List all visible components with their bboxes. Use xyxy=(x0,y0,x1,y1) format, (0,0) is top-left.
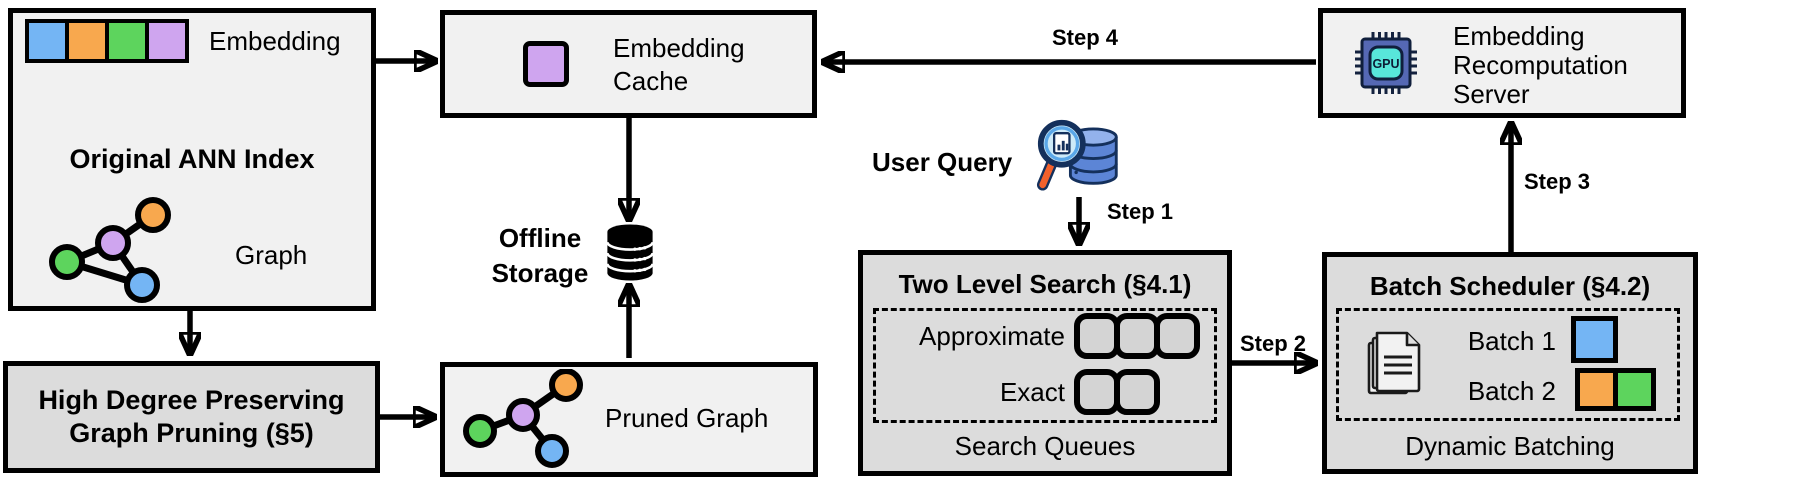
embedding-cell-blue xyxy=(25,19,69,63)
graph-pruning-title: High Degree Preserving Graph Pruning (§5… xyxy=(38,385,345,448)
pruned-graph-icon xyxy=(463,369,583,468)
step2-label: Step 2 xyxy=(1240,331,1307,356)
recomputation-server-label: Embedding Recomputation Server xyxy=(1453,21,1628,109)
batch-scheduler-box: Batch Scheduler (§4.2) Batch 1 Batch 2 xyxy=(1322,252,1698,474)
two-level-search-box: Two Level Search (§4.1) Approximate Exac… xyxy=(858,250,1232,476)
exact-queue-row: Exact xyxy=(876,369,1160,415)
recomputation-server-box: GPU Embedding Recomputation Server xyxy=(1318,8,1686,118)
search-queues-dashed-box: Approximate Exact xyxy=(873,308,1217,423)
queue-slot xyxy=(1114,369,1160,415)
step1-label: Step 1 xyxy=(1107,199,1174,224)
gpu-icon-label: GPU xyxy=(1372,57,1399,71)
queue-slot xyxy=(1154,313,1200,359)
approximate-label: Approximate xyxy=(919,320,1065,351)
batch1-label: Batch 1 xyxy=(1467,326,1556,356)
graph-label: Graph xyxy=(235,240,308,270)
batch2-label: Batch 2 xyxy=(1467,376,1556,406)
cached-embedding-square xyxy=(523,41,569,87)
original-ann-index-box: Embedding Original ANN Index Graph xyxy=(8,8,376,311)
batch2-square-orange xyxy=(1575,368,1618,411)
embedding-vector-strip xyxy=(25,19,189,63)
dynamic-batching-dashed-box: Batch 1 Batch 2 xyxy=(1336,308,1680,421)
pruned-graph-box: Pruned Graph xyxy=(440,362,818,477)
two-level-search-title: Two Level Search (§4.1) xyxy=(898,269,1192,299)
embedding-cache-label: Embedding Cache xyxy=(613,33,745,96)
gpu-chip-icon: GPU xyxy=(1355,32,1417,94)
user-query-icon xyxy=(1036,119,1118,191)
user-query-label: User Query xyxy=(872,147,1013,177)
offline-storage-label: Offline Storage xyxy=(491,223,589,288)
embedding-cell-orange xyxy=(65,19,109,63)
exact-label: Exact xyxy=(999,376,1065,407)
embedding-label: Embedding xyxy=(209,26,341,56)
batch1-square-blue xyxy=(1571,316,1618,363)
embedding-cell-green xyxy=(105,19,149,63)
embedding-cache-box: Embedding Cache xyxy=(440,10,817,118)
dynamic-batching-caption: Dynamic Batching xyxy=(1405,431,1615,461)
ann-graph-icon xyxy=(49,197,171,303)
original-ann-index-title: Original ANN Index xyxy=(69,144,315,174)
queries-documents-icon xyxy=(1367,331,1421,395)
batch2-square-green xyxy=(1613,368,1656,411)
embedding-cell-purple xyxy=(145,19,189,63)
batch-scheduler-title: Batch Scheduler (§4.2) xyxy=(1369,271,1651,301)
pruned-graph-label: Pruned Graph xyxy=(605,403,769,433)
step3-label: Step 3 xyxy=(1524,169,1591,194)
graph-pruning-box: High Degree Preserving Graph Pruning (§5… xyxy=(3,361,380,473)
offline-storage-database-icon xyxy=(606,224,654,281)
step4-label: Step 4 xyxy=(1052,25,1119,50)
approximate-queue-row: Approximate xyxy=(876,313,1200,359)
search-queues-caption: Search Queues xyxy=(954,431,1136,461)
